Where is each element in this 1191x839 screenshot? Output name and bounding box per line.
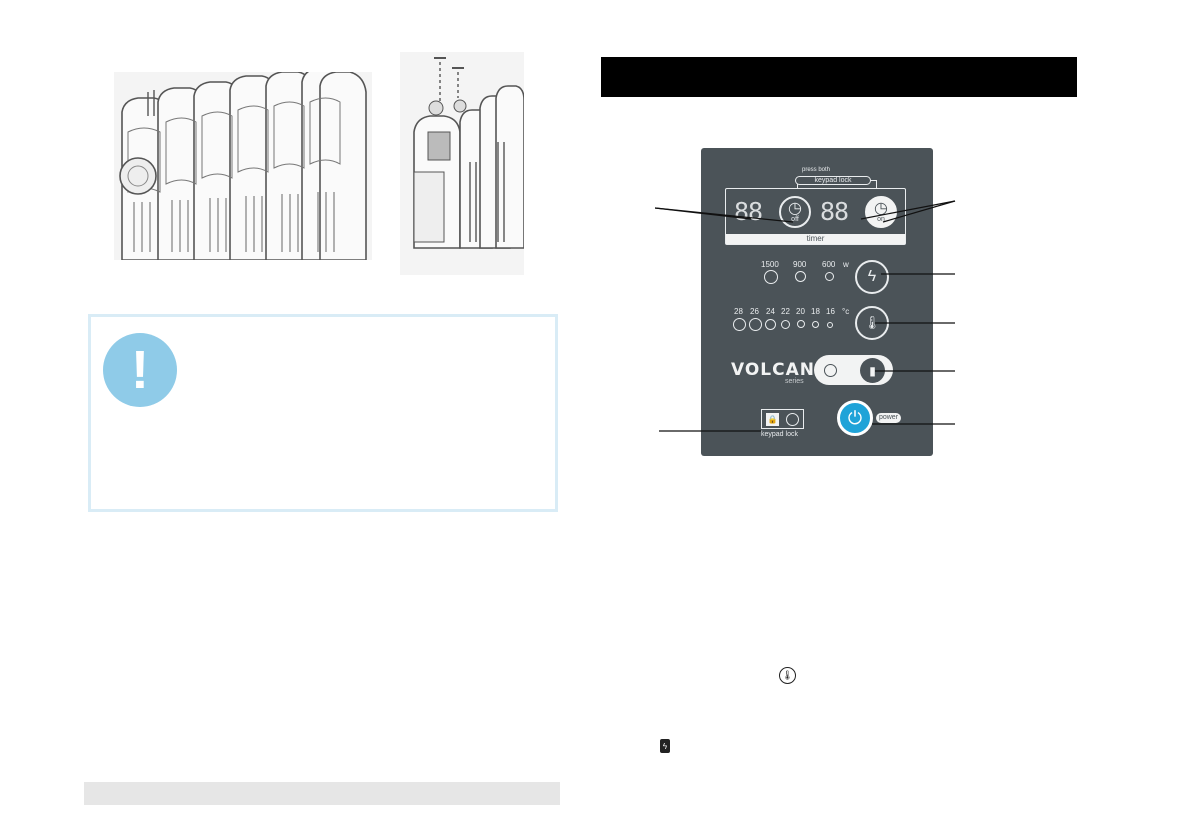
- temp-18: 18: [811, 307, 820, 316]
- on-label: on: [877, 216, 885, 223]
- timer-label: timer: [726, 234, 905, 244]
- warning-box: !: [88, 314, 558, 512]
- clock-icon: ◷: [874, 200, 888, 217]
- keypad-lock-bottom-label: keypad lock: [761, 431, 798, 438]
- power-label: power: [876, 413, 901, 423]
- radiator-illustration: [114, 72, 372, 260]
- temp-led-18: [812, 321, 819, 328]
- keypad-lock-indicator: 🔒: [761, 409, 804, 429]
- brand-sub: series: [785, 378, 804, 385]
- brand-logo: VOLCANO: [731, 360, 831, 380]
- timer-off-button[interactable]: ◷ off: [779, 196, 811, 228]
- power-led-900: [795, 271, 806, 282]
- control-panel-illustration: press both keypad lock 88 ◷ off 88 ◷ on …: [701, 148, 933, 456]
- lock-led: [786, 413, 799, 426]
- oil-icon: ϟ: [660, 739, 670, 753]
- thermometer-icon: 🌡: [779, 667, 796, 684]
- off-label: off: [791, 216, 799, 223]
- callout-timer-off: [654, 207, 794, 223]
- power-level-1500: 1500: [761, 260, 779, 269]
- temp-16: 16: [826, 307, 835, 316]
- callout-timer-right-display: [860, 200, 956, 220]
- keypad-lock-top-label: keypad lock: [795, 176, 871, 185]
- power-led-1500: [764, 270, 778, 284]
- warning-icon: !: [103, 333, 177, 407]
- clock-icon: ◷: [788, 200, 802, 217]
- temp-22: 22: [781, 307, 790, 316]
- temp-led-20: [797, 320, 805, 328]
- power-icon: ⏻: [847, 407, 863, 428]
- timer-display-right: 88: [820, 197, 849, 226]
- temp-led-24: [765, 319, 776, 330]
- temp-24: 24: [766, 307, 775, 316]
- lightning-icon: ϟ: [867, 268, 877, 285]
- power-unit: w: [843, 260, 849, 269]
- assembly-illustration: [400, 52, 524, 275]
- callout-timer-on: [882, 200, 956, 223]
- lock-icon: 🔒: [766, 413, 779, 426]
- temp-led-16: [827, 322, 833, 328]
- temp-unit: °c: [842, 307, 850, 316]
- callout-lines: [654, 195, 960, 435]
- press-both-label: press both: [801, 167, 831, 173]
- thermometer-icon: 🌡: [863, 315, 881, 330]
- temp-26: 26: [750, 307, 759, 316]
- power-level-button[interactable]: ϟ: [855, 260, 889, 294]
- timer-frame: 88 ◷ off 88 ◷ on timer: [725, 188, 906, 245]
- temp-20: 20: [796, 307, 805, 316]
- power-level-600: 600: [822, 260, 836, 269]
- temp-28: 28: [734, 307, 743, 316]
- temp-led-26: [749, 318, 762, 331]
- section-title-bar: [601, 57, 1077, 97]
- temp-led-28: [733, 318, 746, 331]
- oil-icon: ▮: [869, 363, 876, 378]
- temp-led-22: [781, 320, 790, 329]
- timer-display-left: 88: [734, 197, 763, 226]
- power-level-900: 900: [793, 260, 807, 269]
- footer-bar: [84, 782, 560, 805]
- mode-switch[interactable]: ▮: [814, 355, 893, 385]
- power-led-600: [825, 272, 834, 281]
- mode-indicator: [824, 364, 837, 377]
- power-button[interactable]: ⏻: [837, 400, 873, 436]
